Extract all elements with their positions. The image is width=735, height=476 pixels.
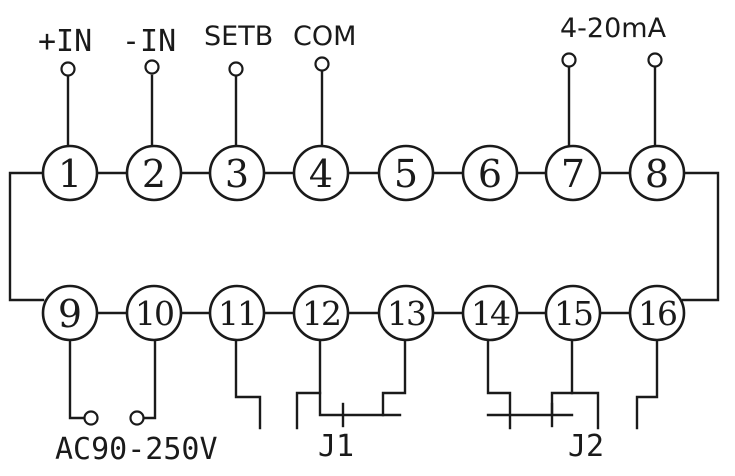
terminal-1: [41, 144, 99, 202]
top-terminal-row: [41, 144, 686, 202]
terminal-number-2: 2: [142, 152, 166, 196]
power-lead-9: [68, 338, 87, 420]
terminal-10: [125, 284, 183, 342]
relay-j2-wiring: [486, 338, 659, 430]
pin-power-b: [129, 410, 145, 426]
label-current-output: 4-20mA: [560, 13, 667, 44]
terminal-number-4: 4: [309, 152, 333, 196]
pin-setb: [228, 61, 244, 77]
label-setb: SETB: [204, 21, 273, 52]
terminal-number-16: 16: [638, 294, 676, 333]
label-in-plus: +IN: [38, 24, 92, 59]
terminal-number-14: 14: [471, 294, 510, 333]
terminal-3: [208, 144, 266, 202]
label-relay-j1: J1: [318, 429, 354, 464]
label-power-supply: AC90-250V: [55, 432, 218, 467]
outer-loop-left: [8, 171, 45, 302]
terminal-2: [125, 144, 183, 202]
terminal-13: [377, 284, 435, 342]
terminal-number-1: 1: [58, 152, 82, 196]
terminal-number-6: 6: [478, 152, 502, 196]
pin-current-a: [561, 52, 577, 68]
label-in-minus: -IN: [122, 24, 176, 59]
pin-current-b: [647, 52, 663, 68]
terminal-16: [628, 284, 686, 342]
terminal-15: [544, 284, 602, 342]
terminal-numbers: 1 2 3 4 5 6 7 8 9 10 11 12 13 14 15 16: [58, 152, 678, 336]
pin-com: [314, 56, 330, 72]
label-com: COM: [293, 21, 356, 52]
power-lead-10: [141, 338, 157, 420]
terminal-14: [461, 284, 519, 342]
label-relay-j2: J2: [568, 429, 604, 464]
terminal-number-9: 9: [58, 292, 82, 336]
top-leads: [60, 52, 663, 148]
terminal-number-11: 11: [218, 294, 256, 333]
pin-in-minus: [144, 59, 160, 75]
terminal-number-15: 15: [554, 294, 592, 333]
terminal-11: [208, 284, 266, 342]
pin-power-a: [83, 410, 99, 426]
terminal-6: [461, 144, 519, 202]
terminal-5: [377, 144, 435, 202]
terminal-12: [292, 284, 350, 342]
terminal-8: [628, 144, 686, 202]
terminal-number-13: 13: [387, 294, 425, 333]
bottom-terminal-row: [41, 284, 686, 342]
outer-loop-right: [681, 171, 720, 302]
terminal-number-10: 10: [135, 294, 173, 333]
terminal-number-8: 8: [645, 152, 669, 196]
terminal-number-3: 3: [225, 152, 249, 196]
terminal-number-12: 12: [302, 294, 340, 333]
terminal-number-5: 5: [394, 152, 418, 196]
pin-in-plus: [60, 61, 76, 77]
terminal-7: [544, 144, 602, 202]
terminal-number-7: 7: [561, 152, 585, 196]
terminal-9: [41, 284, 99, 342]
relay-j1-wiring: [234, 338, 407, 430]
terminal-4: [292, 144, 350, 202]
